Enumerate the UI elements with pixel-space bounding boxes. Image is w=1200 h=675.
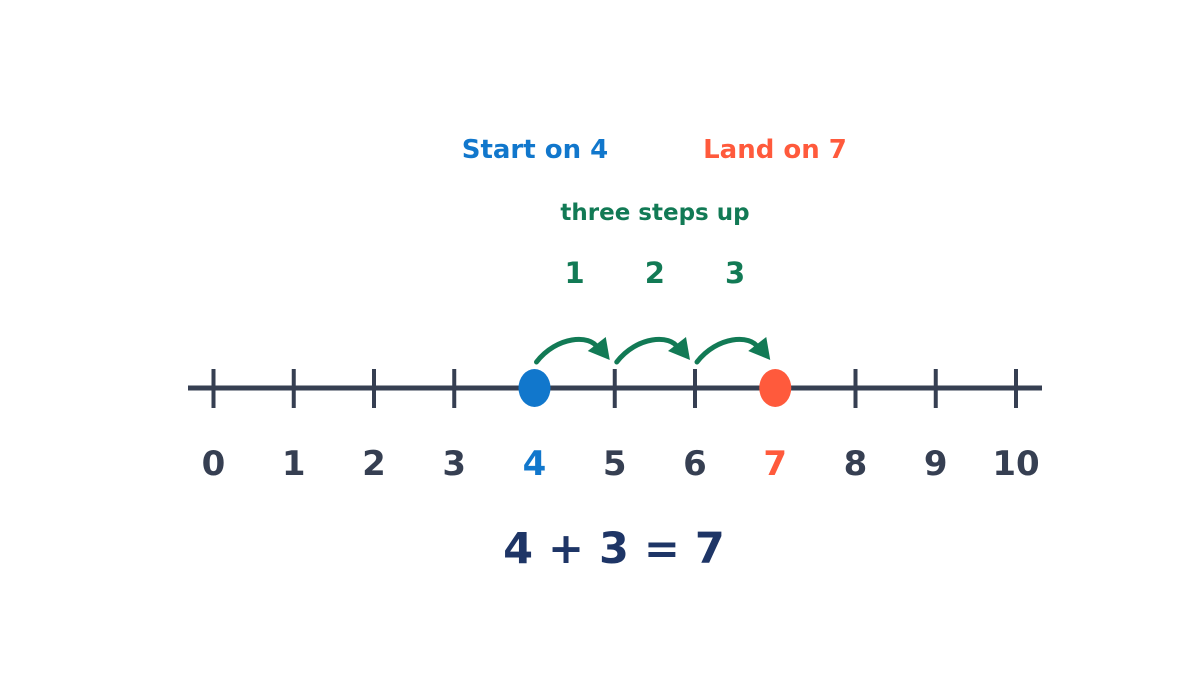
land-label: Land on 7 [703, 135, 847, 165]
tick-label-10: 10 [992, 444, 1039, 484]
tick-label-9: 9 [924, 444, 948, 484]
tick-label-6: 6 [683, 444, 707, 484]
hop-arrow-1 [534, 336, 601, 365]
hop-arrow-3 [694, 336, 761, 365]
hop-arrowhead-1 [587, 337, 610, 360]
tick-label-1: 1 [282, 444, 306, 484]
steps-label: three steps up [560, 200, 749, 226]
hop-arrowhead-3 [748, 337, 771, 360]
step-count-2: 2 [645, 256, 665, 290]
tick-labels: 0 1 2 3 4 5 6 7 8 9 10 [202, 444, 1040, 484]
tick-label-8: 8 [844, 444, 868, 484]
hop-arrow-2 [614, 336, 681, 365]
tick-label-5: 5 [603, 444, 627, 484]
start-label: Start on 4 [462, 135, 609, 165]
start-point-marker [518, 369, 551, 407]
tick-label-0: 0 [202, 444, 226, 484]
tick-label-3: 3 [442, 444, 466, 484]
tick-label-2: 2 [362, 444, 386, 484]
step-count-1: 1 [565, 256, 585, 290]
hop-arrows [534, 336, 771, 365]
step-count-labels: 1 2 3 [565, 256, 746, 290]
tick-label-4: 4 [523, 444, 547, 484]
step-count-3: 3 [725, 256, 745, 290]
end-point-marker [759, 369, 792, 407]
equation: 4 + 3 = 7 [503, 524, 725, 574]
tick-label-7: 7 [763, 444, 787, 484]
hop-arrowhead-2 [668, 337, 690, 360]
tick-marks [211, 369, 1018, 408]
